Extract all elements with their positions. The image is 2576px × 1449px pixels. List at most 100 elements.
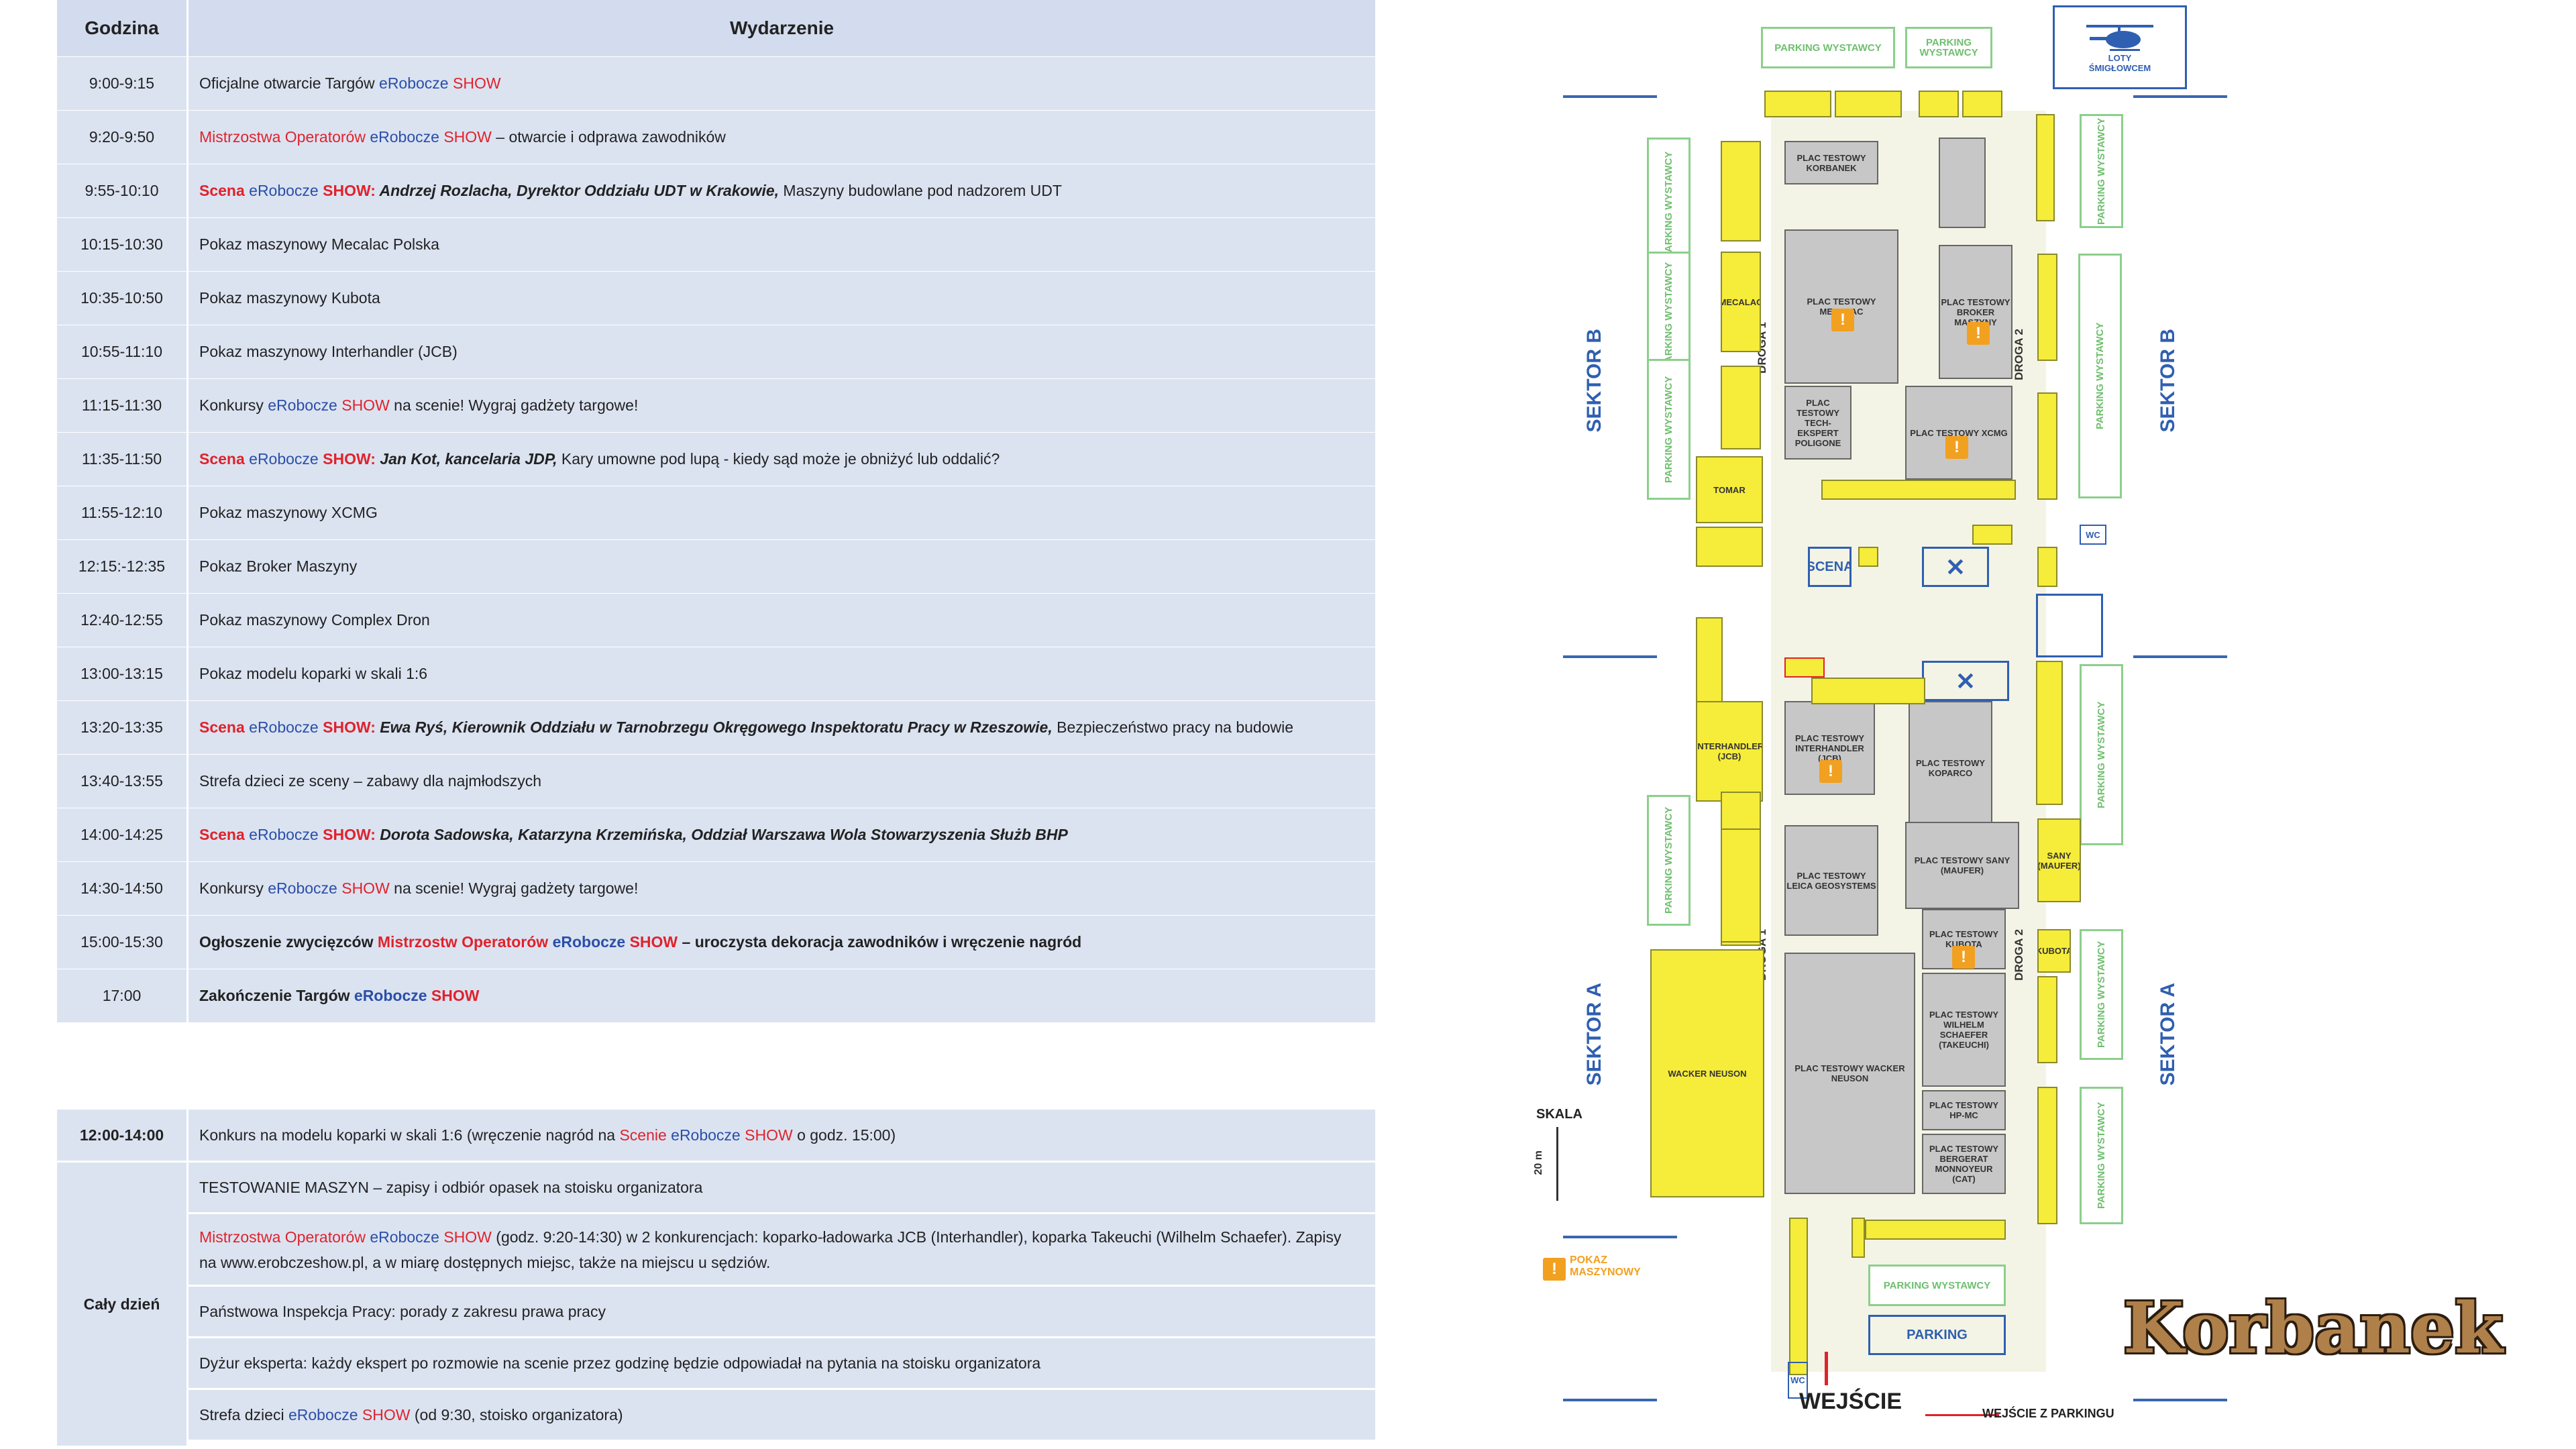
parking-accessible[interactable]: PARKING	[1868, 1315, 2006, 1355]
event-text-part: Pokaz maszynowy Kubota	[199, 289, 380, 307]
pokaz-legend-marker: !	[1543, 1258, 1566, 1281]
row-event-text: Oficjalne otwarcie Targów eRobocze SHOW	[199, 74, 501, 93]
header-time: Godzina	[57, 0, 186, 56]
event-text-part: Bezpieczeństwo pracy na budowie	[1052, 718, 1294, 736]
event-text-part: eRobocze	[249, 450, 319, 468]
all-day-item: TESTOWANIE MASZYN – zapisy i odbiór opas…	[189, 1163, 1375, 1212]
event-text-part: Mistrzostwa Operatorów	[199, 1228, 370, 1246]
event-text-part: Oficjalne otwarcie Targów	[199, 74, 380, 92]
sector-line	[1563, 655, 1657, 658]
event-text-part: Pokaz maszynowy XCMG	[199, 504, 378, 521]
row-time: 13:40-13:55	[57, 755, 186, 808]
event-text-part: Dyżur eksperta: każdy ekspert po rozmowi…	[199, 1354, 1041, 1372]
food-area-icon: ✕	[1922, 547, 1989, 587]
row-event-text: Pokaz maszynowy Complex Dron	[199, 611, 430, 629]
row-event-text: Strefa dzieci ze sceny – zabawy dla najm…	[199, 772, 541, 790]
plac-mecalac: PLAC TESTOWY MECALAC	[1784, 229, 1898, 384]
event-text-part: Andrzej Rozlacha, Dyrektor Oddziału UDT …	[375, 182, 780, 199]
fair-map: SEKTOR B SEKTOR B SEKTOR A SEKTOR A DROG…	[1533, 0, 2308, 1449]
stand-row	[1811, 678, 1925, 704]
row-event: Ogłoszenie zwycięzców Mistrzostw Operato…	[189, 916, 1375, 969]
event-text-part: (od 9:30, stoisko organizatora)	[410, 1406, 623, 1424]
row-time: 12:00-14:00	[57, 1110, 186, 1161]
all-day-text: Strefa dzieci eRobocze SHOW (od 9:30, st…	[199, 1402, 623, 1428]
stand	[1835, 91, 1902, 117]
event-text-part: Pokaz Broker Maszyny	[199, 557, 358, 575]
row-event: Scena eRobocze SHOW: Andrzej Rozlacha, D…	[189, 164, 1375, 217]
stand	[1696, 617, 1723, 704]
row-time: 12:40-12:55	[57, 594, 186, 647]
stand	[1851, 1218, 1865, 1258]
event-text-part: eRobocze	[354, 987, 427, 1004]
stand	[1721, 828, 1761, 943]
pokaz-marker: !	[1967, 322, 1990, 345]
event-text-part: Pokaz maszynowy Mecalac Polska	[199, 235, 439, 253]
row-event: Pokaz maszynowy XCMG	[189, 486, 1375, 539]
event-text-part: eRobocze	[249, 182, 319, 199]
droga-2-label: DROGA 2	[2012, 329, 2025, 380]
stand	[1962, 91, 2002, 117]
stand	[1696, 527, 1763, 567]
event-text-part: SHOW	[358, 1406, 411, 1424]
stage[interactable]: SCENA	[1808, 547, 1851, 587]
row-event: Scena eRobocze SHOW: Dorota Sadowska, Ka…	[189, 808, 1375, 861]
event-text-part: Strefa dzieci ze sceny – zabawy dla najm…	[199, 772, 542, 790]
event-text-part: SHOW:	[318, 182, 376, 199]
all-day-text: Państwowa Inspekcja Pracy: porady z zakr…	[199, 1299, 606, 1324]
event-text-part: Scenie	[619, 1126, 672, 1144]
stand	[2037, 254, 2057, 361]
parking-wystawcy-right-3: PARKING WYSTAWCY	[2080, 664, 2123, 845]
row-event: Pokaz maszynowy Kubota	[189, 272, 1375, 325]
stand	[1865, 1220, 2006, 1240]
pokaz-marker: !	[1819, 760, 1842, 783]
stand-kubota: KUBOTA	[2037, 929, 2071, 973]
schedule-header: Godzina Wydarzenie	[57, 0, 1375, 56]
stand	[1721, 366, 1761, 449]
all-day-item: Strefa dzieci eRobocze SHOW (od 9:30, st…	[189, 1390, 1375, 1440]
scale-label: SKALA	[1536, 1107, 1582, 1122]
schedule-row: 13:40-13:55 Strefa dzieci ze sceny – zaba…	[57, 755, 1375, 808]
korbanek-logo: Korbanek	[2123, 1287, 2504, 1369]
event-text-part: Scena	[199, 718, 250, 736]
stand	[1721, 141, 1761, 241]
row-event: Strefa dzieci ze sceny – zabawy dla najm…	[189, 755, 1375, 808]
stand-tomar: TOMAR	[1696, 456, 1763, 523]
pokaz-legend-label: POKAZ MASZYNOWY	[1570, 1254, 1641, 1278]
row-event: Zakończenie Targów eRobocze SHOW	[189, 969, 1375, 1022]
helicopter-rides[interactable]: LOTY ŚMIGŁOWCEM	[2053, 5, 2187, 89]
all-day-label: Cały dzień	[57, 1163, 186, 1446]
row-event-text: Pokaz Broker Maszyny	[199, 557, 357, 576]
plac-xcmg: PLAC TESTOWY XCMG	[1905, 386, 2012, 480]
event-text-part: SHOW	[337, 396, 390, 414]
sector-b-left: SEKTOR B	[1583, 329, 1605, 433]
stand	[1919, 91, 1959, 117]
row-event: Scena eRobocze SHOW: Ewa Ryś, Kierownik …	[189, 701, 1375, 754]
row-event-text: Scena eRobocze SHOW: Jan Kot, kancelaria…	[199, 450, 1000, 468]
all-day-item: Państwowa Inspekcja Pracy: porady z zakr…	[189, 1287, 1375, 1336]
row-event: Pokaz Broker Maszyny	[189, 540, 1375, 593]
row-event: Konkursy eRobocze SHOW na scenie! Wygraj…	[189, 379, 1375, 432]
event-text-part: SHOW:	[318, 718, 376, 736]
stand	[2036, 114, 2055, 221]
row-event: Konkursy eRobocze SHOW na scenie! Wygraj…	[189, 862, 1375, 915]
helicopter-icon	[2086, 24, 2153, 51]
sector-b-right: SEKTOR B	[2157, 329, 2179, 433]
event-text-part: (godz. 9:20-14:30) w 2 konkurencjach: ko…	[199, 1228, 1342, 1271]
row-time: 9:55-10:10	[57, 164, 186, 217]
scale-value: 20 m	[1533, 1150, 1544, 1175]
event-text-part: Scena	[199, 182, 250, 199]
row-event: Mistrzostwa Operatorów eRobocze SHOW – o…	[189, 111, 1375, 164]
event-text-part: Ewa Ryś, Kierownik Oddziału w Tarnobrzeg…	[375, 718, 1053, 736]
wc-upper: WC	[2080, 525, 2106, 545]
event-text-part: SHOW	[427, 987, 480, 1004]
